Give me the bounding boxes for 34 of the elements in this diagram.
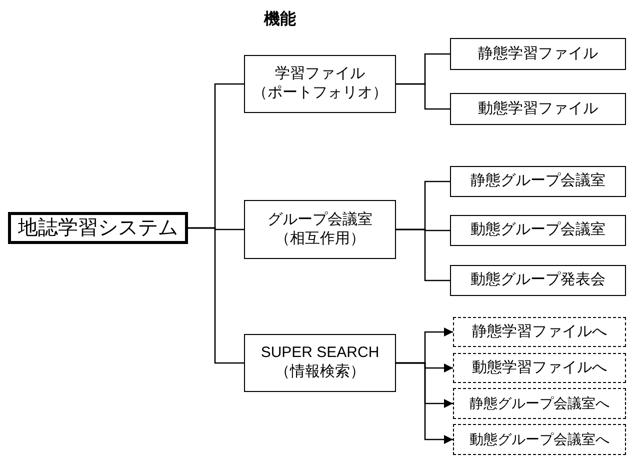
box-label: 動態学習ファイル — [478, 100, 598, 118]
function-box — [244, 200, 396, 259]
function-box — [453, 317, 626, 347]
box-label: 動態グループ会議室へ — [470, 430, 610, 448]
box-label: 静態学習ファイル — [478, 44, 598, 64]
box-label: 動態学習ファイルへ — [472, 358, 607, 378]
column-heading: 機能 — [262, 10, 297, 30]
box-label: （相互作用） — [275, 230, 365, 248]
function-box — [450, 38, 626, 70]
box-label: 学習ファイル — [275, 65, 365, 84]
box-label: 静態グループ会議室へ — [470, 394, 610, 412]
box-label: （情報検索） — [275, 363, 365, 382]
box-label: 動態グループ発表会 — [470, 271, 606, 290]
box-label: （ポートフォリオ） — [252, 84, 388, 103]
function-box — [244, 55, 396, 113]
connector-line — [396, 83, 450, 110]
function-box — [453, 353, 626, 383]
box-label: SUPER SEARCH — [260, 344, 380, 363]
function-box — [450, 265, 626, 296]
arrow — [396, 362, 453, 444]
function-box — [450, 93, 626, 125]
box-label: 静態学習ファイルへ — [472, 322, 607, 342]
box-label: 動態グループ会議室 — [470, 221, 606, 240]
connector-line — [396, 228, 450, 282]
box-label: 地誌学習システム — [18, 216, 178, 240]
function-box — [8, 212, 188, 244]
function-box — [244, 334, 396, 392]
box-label: グループ会議室 — [268, 210, 372, 230]
function-box — [450, 215, 626, 246]
box-label: 静態グループ会議室 — [470, 172, 606, 191]
function-box — [453, 388, 626, 419]
connector-line — [188, 227, 244, 364]
function-box — [450, 166, 626, 197]
function-box — [453, 424, 626, 455]
